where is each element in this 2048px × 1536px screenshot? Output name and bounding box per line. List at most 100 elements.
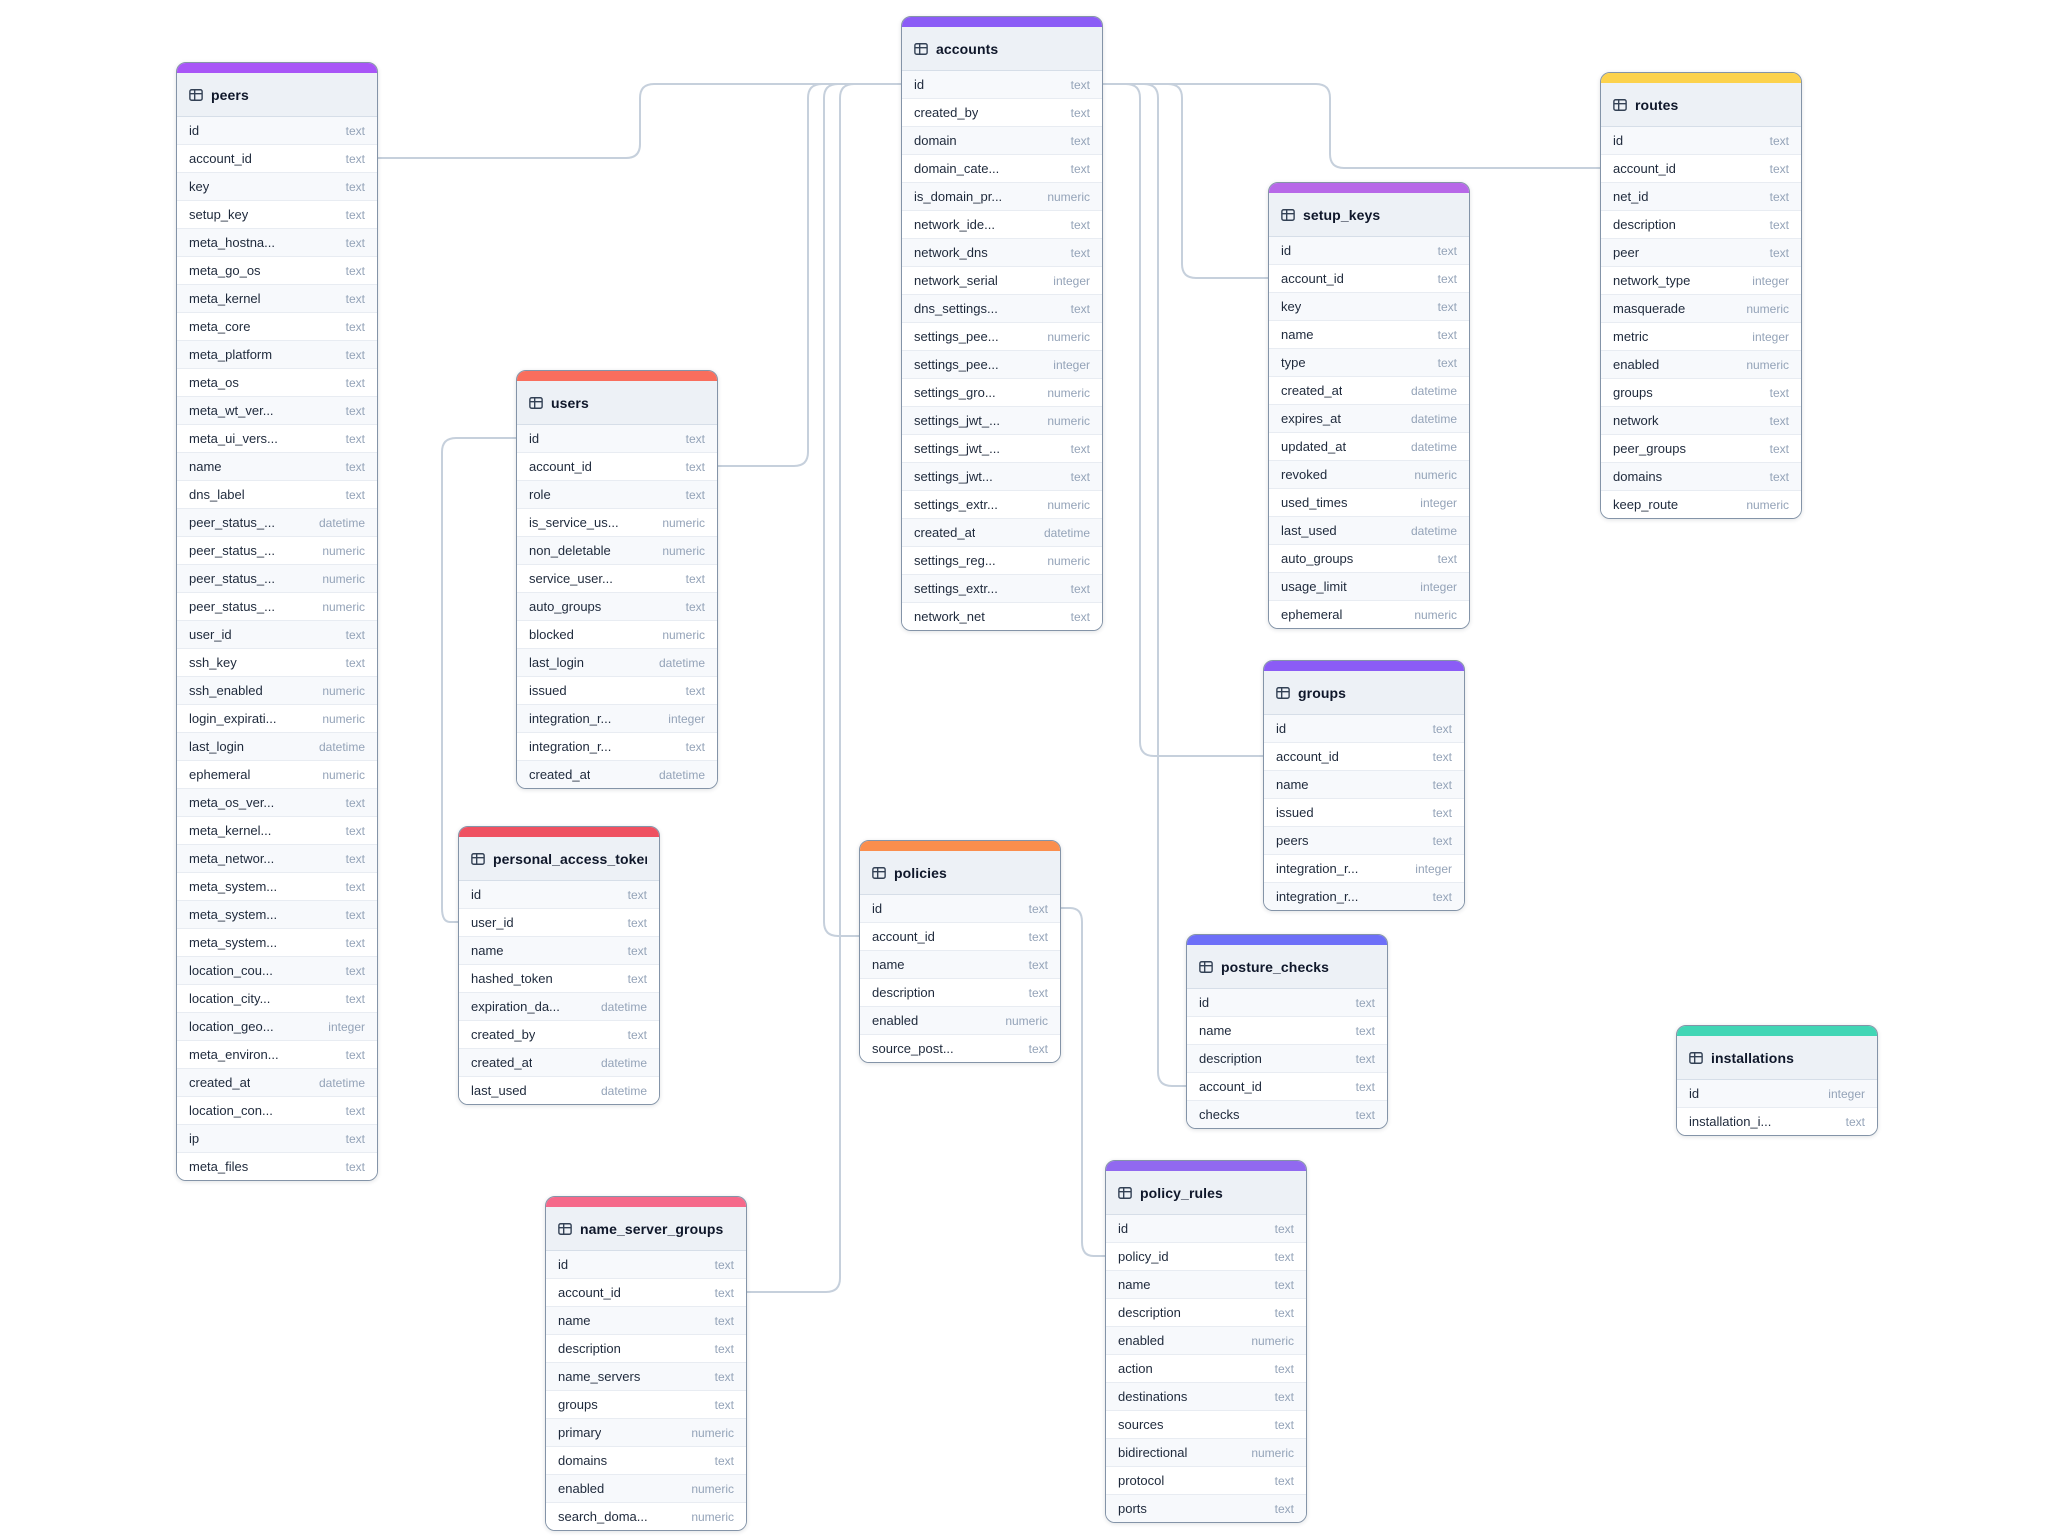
field-row[interactable]: meta_os_ver...text bbox=[177, 789, 377, 817]
field-row[interactable]: location_city...text bbox=[177, 985, 377, 1013]
field-row[interactable]: meta_environ...text bbox=[177, 1041, 377, 1069]
field-row[interactable]: installation_i...text bbox=[1677, 1108, 1877, 1135]
field-row[interactable]: login_expirati...numeric bbox=[177, 705, 377, 733]
field-row[interactable]: meta_wt_ver...text bbox=[177, 397, 377, 425]
field-row[interactable]: meta_ui_vers...text bbox=[177, 425, 377, 453]
field-row[interactable]: source_post...text bbox=[860, 1035, 1060, 1062]
table-header[interactable]: posture_checks bbox=[1187, 945, 1387, 989]
field-row[interactable]: settings_pee...integer bbox=[902, 351, 1102, 379]
field-row[interactable]: meta_networ...text bbox=[177, 845, 377, 873]
field-row[interactable]: integration_r...text bbox=[1264, 883, 1464, 910]
table-header[interactable]: policies bbox=[860, 851, 1060, 895]
field-row[interactable]: settings_jwt...text bbox=[902, 463, 1102, 491]
field-row[interactable]: meta_kernel...text bbox=[177, 817, 377, 845]
table-header[interactable]: policy_rules bbox=[1106, 1171, 1306, 1215]
field-row[interactable]: peer_status_...numeric bbox=[177, 593, 377, 621]
table-header[interactable]: installations bbox=[1677, 1036, 1877, 1080]
table-header[interactable]: users bbox=[517, 381, 717, 425]
field-row[interactable]: integration_r...integer bbox=[1264, 855, 1464, 883]
field-row[interactable]: settings_jwt_...text bbox=[902, 435, 1102, 463]
field-row[interactable]: peer_status_...numeric bbox=[177, 537, 377, 565]
field-row[interactable]: location_cou...text bbox=[177, 957, 377, 985]
field-row[interactable]: settings_extr...text bbox=[902, 575, 1102, 603]
field-row[interactable]: settings_gro...numeric bbox=[902, 379, 1102, 407]
field-row[interactable]: integration_r...text bbox=[517, 733, 717, 761]
table-header[interactable]: name_server_groups bbox=[546, 1207, 746, 1251]
field-row[interactable]: meta_system...text bbox=[177, 873, 377, 901]
field-row[interactable]: meta_system...text bbox=[177, 901, 377, 929]
field-row[interactable]: peer_status_...numeric bbox=[177, 565, 377, 593]
